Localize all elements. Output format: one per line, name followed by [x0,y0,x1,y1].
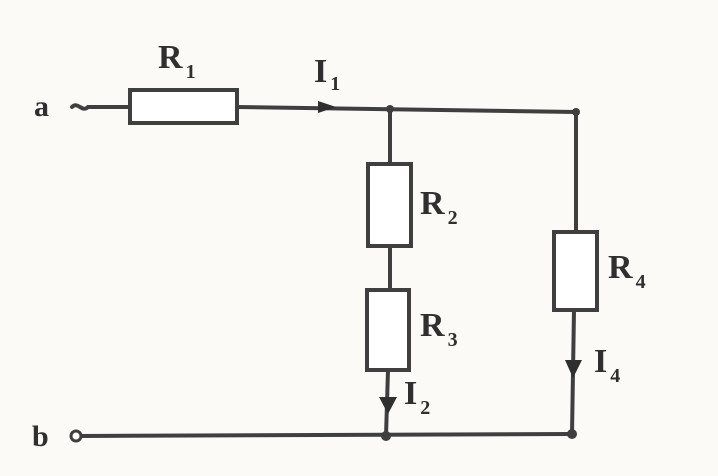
resistor-r2 [366,162,413,248]
current-arrow-i2 [379,397,397,414]
node-top-right [572,108,580,116]
wire-top [236,105,578,114]
label-r1-sub: 1 [186,61,196,83]
wire-a-r1 [70,103,132,111]
label-r4-main: R [608,249,633,286]
label-terminal-b: b [32,420,49,453]
node-bottom-middle [381,431,391,441]
node-top-middle [386,105,394,113]
label-r2-main: R [420,185,445,222]
terminal-b [69,429,83,443]
label-i2-sub: 2 [420,397,430,419]
label-i4-main: I [594,343,607,380]
current-arrow-i4 [565,360,582,378]
label-i4-sub: 4 [610,365,620,387]
label-terminal-a: a [34,90,49,123]
wire-bottom [78,432,574,438]
resistor-r3 [365,288,411,372]
wires [70,103,578,438]
resistor-r4 [552,230,599,312]
label-r4-sub: 4 [636,271,646,293]
node-bottom-right [567,429,577,439]
resistor-r1 [128,88,239,125]
label-r3-sub: 3 [448,329,458,351]
label-r1-main: R [158,39,183,76]
current-arrow-i1 [318,101,336,113]
label-i2-main: I [404,375,417,412]
label-i1-sub: 1 [330,73,340,95]
label-r2-sub: 2 [448,207,458,229]
label-r3-main: R [420,307,445,344]
label-i1-main: I [314,53,327,90]
